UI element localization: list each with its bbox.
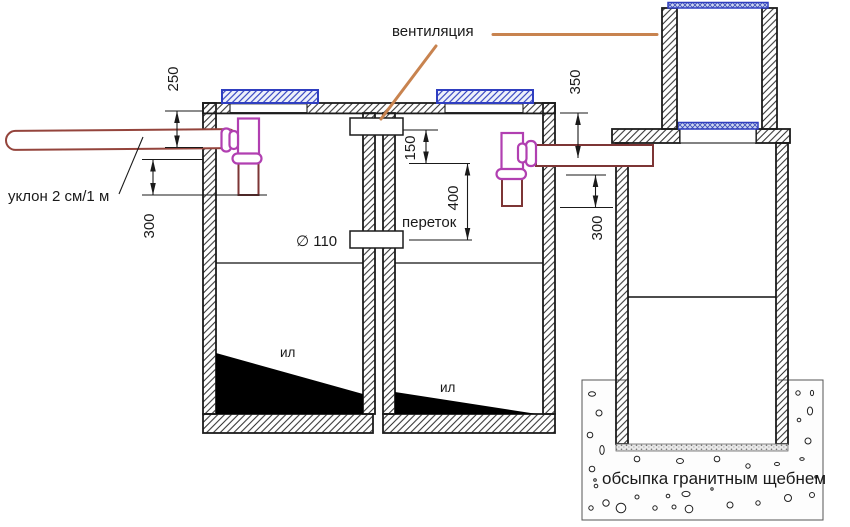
tank1-silt-wedge: [216, 353, 363, 414]
riser-left-wall: [661, 7, 678, 130]
slope-leader: [118, 136, 144, 195]
dim-150: 150: [402, 135, 419, 160]
septic-tanks: [202, 89, 556, 434]
dim-300-right: 300: [589, 215, 606, 240]
dimension-inlet-depth: 250: [165, 66, 203, 149]
inlet-pipe-assembly: [5, 117, 263, 196]
inlet-pipe: [5, 128, 239, 151]
dimension-overflow-offset: 150: [402, 129, 470, 165]
outlet-tee-coupling: [495, 167, 528, 181]
vent-leader-left: [379, 44, 438, 121]
outlet-tee-down-pipe: [501, 177, 523, 207]
overflow-port-top: [349, 117, 404, 136]
label-silt-2: ил: [440, 380, 455, 395]
label-pipe-diameter: ∅ 110: [296, 233, 337, 250]
well-manhole-opening: [679, 128, 757, 144]
dimension-outlet-drop: 300: [560, 174, 613, 241]
inlet-tee-body: [236, 117, 261, 156]
well-left-wall: [615, 142, 629, 445]
well-gravel-bottom: [615, 443, 789, 452]
dim-350: 350: [567, 69, 584, 94]
well-top-slab-left: [611, 128, 681, 144]
well-right-wall: [775, 142, 789, 445]
dim-400: 400: [445, 185, 462, 210]
tank2-manhole-opening: [444, 103, 524, 114]
drainage-well: [611, 1, 791, 452]
tank1-bottom-slab: [202, 413, 374, 434]
dim-300-left: 300: [141, 213, 158, 238]
partition-wall-right: [382, 112, 396, 415]
dimension-inlet-drop: 300: [141, 158, 267, 239]
well-inner-lid: [677, 121, 759, 130]
label-overflow: переток: [402, 214, 457, 231]
well-interior: [626, 143, 778, 444]
text-labels: вентиляция уклон 2 см/1 м переток ∅ 110 …: [8, 23, 826, 488]
tank1-manhole-opening: [229, 103, 308, 114]
tank1-cover: [221, 89, 319, 104]
tank2-silt-wedge: [395, 392, 537, 414]
gravel-stones: [586, 389, 818, 514]
tank-top-slab: [202, 102, 556, 115]
riser-top-lid: [667, 1, 769, 9]
partition-wall-left: [362, 112, 376, 415]
overflow-port-bottom: [349, 230, 404, 249]
riser-right-wall: [761, 7, 778, 130]
well-top-slab-right: [755, 128, 791, 144]
label-silt-1: ил: [280, 345, 295, 360]
inlet-tee-coupling: [231, 152, 263, 165]
label-slope: уклон 2 см/1 м: [8, 188, 109, 205]
inlet-socket-inner-ring: [228, 129, 240, 151]
dim-250: 250: [165, 66, 182, 91]
tank1-left-wall: [202, 102, 217, 415]
outlet-pipe-assembly: [495, 131, 654, 207]
dimension-overflow-depth: 400: [409, 163, 472, 241]
outlet-socket-inner-ring: [516, 142, 528, 164]
tank2-bottom-slab: [382, 413, 556, 434]
outlet-pipe: [535, 144, 654, 167]
tank2-cover: [436, 89, 534, 104]
inlet-tee-down-pipe: [237, 161, 260, 196]
label-backfill: обсыпка гранитным щебнем: [602, 469, 826, 488]
dimensions: 250 300 150 400 350 300: [141, 66, 613, 241]
leader-lines: [118, 33, 659, 195]
dimension-outlet-offset: 350: [560, 69, 588, 158]
label-ventilation: вентиляция: [392, 23, 474, 40]
